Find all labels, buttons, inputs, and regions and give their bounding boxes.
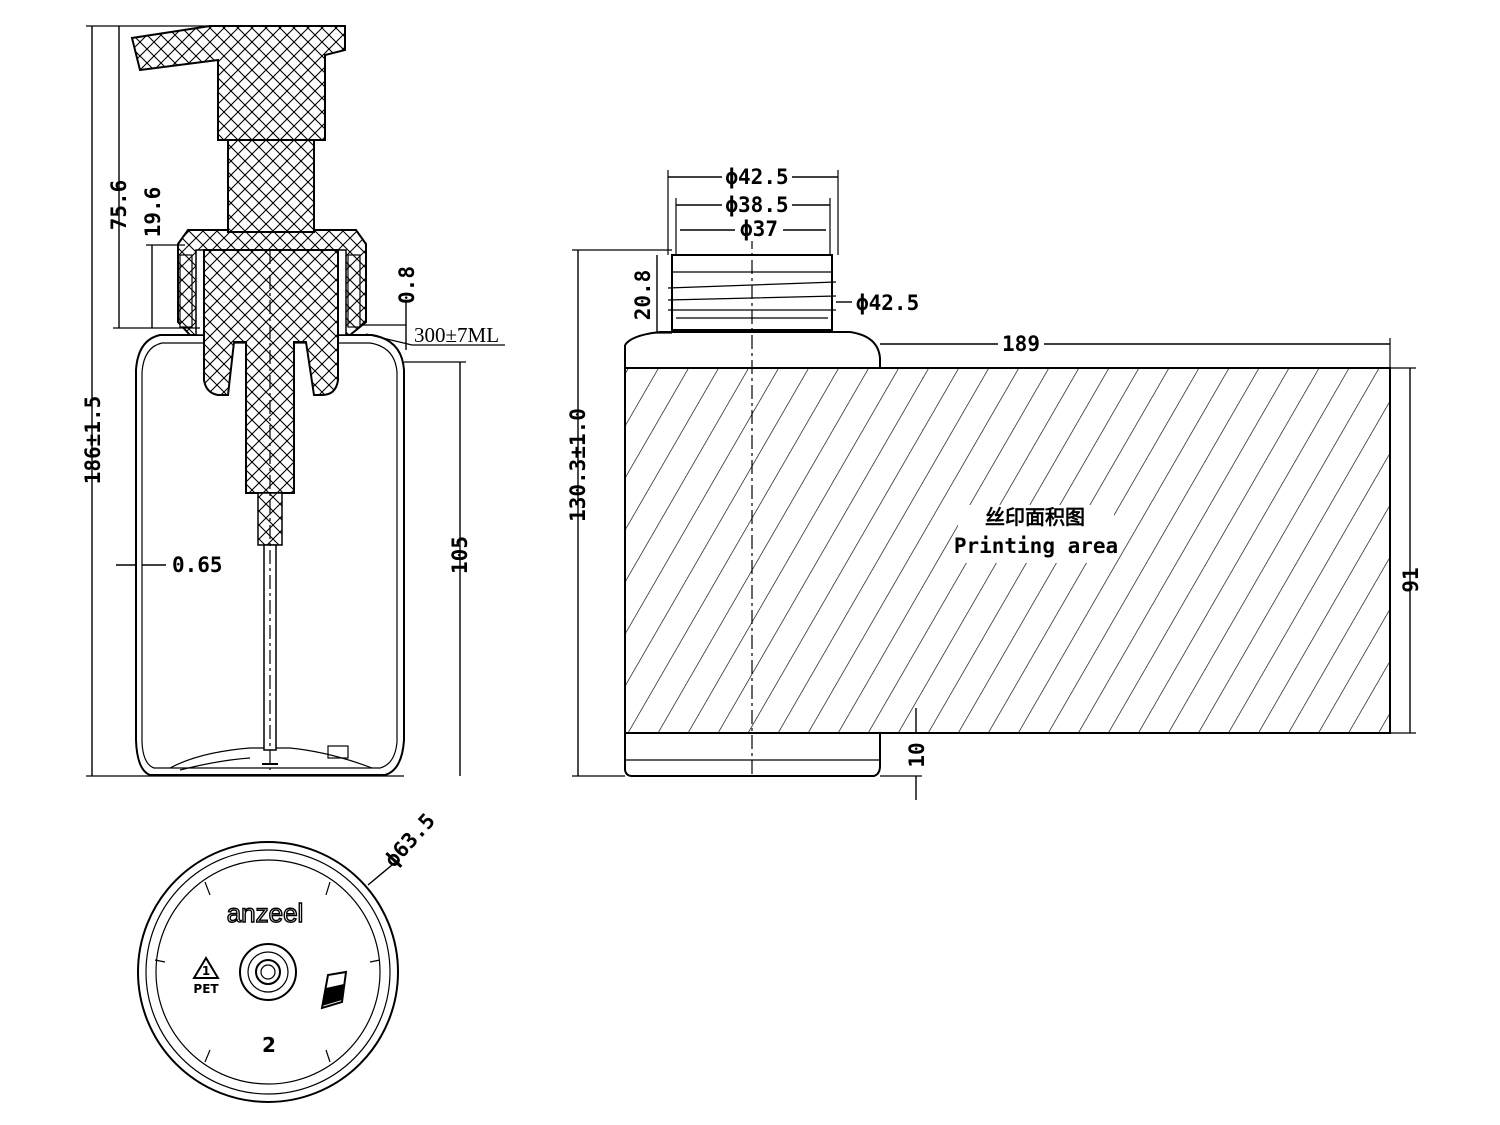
recycle-material: PET: [193, 982, 219, 996]
recycle-triangle-icon: [192, 956, 220, 979]
dim-neck-mid: ϕ38.5: [725, 193, 788, 217]
dim-collar-gap: 0.8: [395, 266, 419, 304]
dim-total-height-front: 186±1.5: [81, 396, 105, 485]
dim-neck-inner: ϕ37: [740, 217, 778, 241]
dim-neck-height: 20.8: [631, 270, 655, 321]
print-label-cn: 丝印面积图: [985, 505, 1085, 529]
brand-logo: anzeel: [227, 898, 304, 928]
side-neck: [671, 254, 833, 331]
recycle-code: 1: [202, 964, 210, 978]
dim-bottom-diameter: ϕ63.5: [380, 809, 440, 872]
dim-print-height: 91: [1399, 567, 1423, 592]
dim-bottom-margin: 10: [905, 742, 929, 767]
dim-pump-height: 75.6: [107, 180, 131, 231]
bottom-view: anzeel 1 PET 2 ϕ63.5: [137, 809, 440, 1103]
bottom-outer-circle: [137, 841, 399, 1103]
front-piston: [203, 249, 339, 494]
dim-neck-outer: ϕ42.5: [725, 165, 788, 189]
dim-thread-diameter: ϕ42.5: [856, 291, 919, 315]
dim-body-height: 105: [448, 536, 472, 574]
dim-wall-thickness: 0.65: [172, 553, 223, 577]
mold-number: 2: [262, 1033, 276, 1057]
dim-collar-height: 19.6: [141, 187, 165, 238]
front-view: 186±1.5 75.6 19.6 0.8 300±7ML 0.65 105: [81, 25, 505, 777]
capacity-label: 300±7ML: [414, 323, 499, 347]
print-label-en: Printing area: [954, 534, 1118, 558]
front-actuator: [130, 25, 346, 141]
side-view: 丝印面积图 Printing area ϕ42.5 ϕ38.5 ϕ37 ϕ42.…: [566, 162, 1423, 800]
front-bottle-body: [135, 334, 405, 776]
dim-print-width: 189: [1002, 332, 1040, 356]
dim-total-height-side: 130.3±1.0: [566, 408, 590, 522]
